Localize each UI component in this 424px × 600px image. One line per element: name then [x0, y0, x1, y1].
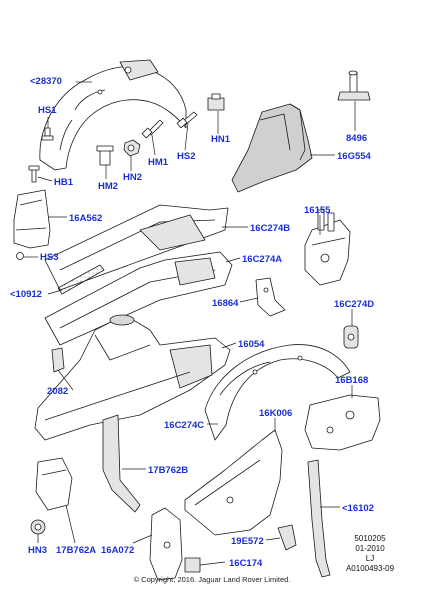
wheel-arch-part[interactable]	[204, 344, 351, 441]
callout-hn2[interactable]: HN2	[123, 172, 143, 183]
callout-hb1[interactable]: HB1	[54, 177, 74, 188]
callout-16864[interactable]: 16864	[212, 298, 239, 309]
callout-hm2[interactable]: HM2	[98, 181, 119, 192]
callout-28370[interactable]: <28370	[30, 76, 62, 87]
reference-illustration-id: A0100493-09	[345, 564, 395, 573]
callout-hm1[interactable]: HM1	[148, 157, 169, 168]
callout-16a072[interactable]: 16A072	[101, 545, 135, 556]
copyright-notice: © Copyright, 2016. Jaguar Land Rover Lim…	[133, 575, 291, 584]
stud-part[interactable]	[337, 70, 371, 101]
callout-10912[interactable]: <10912	[10, 289, 42, 300]
front-structure-part[interactable]	[34, 314, 231, 441]
strip-16102-part[interactable]	[307, 459, 331, 578]
reference-code: LJ	[365, 554, 375, 563]
fastener-hn1[interactable]	[207, 93, 225, 111]
rail-stripe-part[interactable]	[57, 264, 105, 295]
fastener-hs3[interactable]	[16, 252, 24, 260]
callout-16c174[interactable]: 16C174	[229, 558, 263, 569]
fastener-hs1[interactable]	[41, 127, 54, 141]
callout-hs1[interactable]: HS1	[38, 105, 57, 116]
wheelhouse-liner-part[interactable]	[39, 59, 187, 171]
bracket-16c174-part[interactable]	[184, 557, 201, 573]
callout-hn1[interactable]: HN1	[211, 134, 231, 145]
inner-panel-part[interactable]	[184, 429, 283, 536]
callout-16c274a[interactable]: 16C274A	[242, 254, 283, 265]
callout-hs2[interactable]: HS2	[177, 151, 196, 162]
bracket-17b762a-part[interactable]	[35, 457, 73, 511]
bracket-16864-part[interactable]	[255, 277, 286, 317]
callout-16g554[interactable]: 16G554	[337, 151, 371, 162]
fastener-hm1[interactable]	[141, 119, 164, 139]
callout-16c274d[interactable]: 16C274D	[334, 299, 375, 310]
splash-shield-part[interactable]	[231, 103, 313, 193]
callout-16054[interactable]: 16054	[238, 339, 265, 350]
strut-tower-part[interactable]	[304, 209, 351, 286]
fastener-hm2[interactable]	[96, 145, 114, 166]
reference-number: 5010205	[354, 534, 386, 543]
grommet-hn3[interactable]	[30, 519, 46, 535]
panel-16b168-part[interactable]	[304, 394, 381, 451]
callout-8496[interactable]: 8496	[346, 133, 368, 144]
callout-hn3[interactable]: HN3	[28, 545, 48, 556]
callout-16b168[interactable]: 16B168	[335, 375, 369, 386]
bracket-16c274d-part[interactable]	[343, 325, 359, 349]
fastener-hb1[interactable]	[28, 165, 40, 183]
callout-17b762b[interactable]: 17B762B	[148, 465, 189, 476]
callout-16c274c[interactable]: 16C274C	[164, 420, 205, 431]
callout-hs3[interactable]: HS3	[40, 252, 59, 263]
callout-16102[interactable]: <16102	[342, 503, 374, 514]
fastener-hs2[interactable]	[176, 111, 198, 129]
bracket-16a562-part[interactable]	[13, 189, 51, 249]
callout-16k006[interactable]: 16K006	[259, 408, 293, 419]
bracket-19e572-part[interactable]	[277, 524, 297, 551]
lower-rail-part[interactable]	[44, 251, 233, 346]
callout-19e572[interactable]: 19E572	[231, 536, 264, 547]
callout-16a562[interactable]: 16A562	[69, 213, 103, 224]
bracket-17b762b-part[interactable]	[102, 414, 141, 513]
fastener-hn2[interactable]	[123, 139, 141, 157]
callout-2082[interactable]: 2082	[47, 386, 69, 397]
leader-lines	[24, 81, 356, 566]
callout-17b762a[interactable]: 17B762A	[56, 545, 97, 556]
bracket-16a072-part[interactable]	[149, 507, 183, 581]
callout-16c274b[interactable]: 16C274B	[250, 223, 291, 234]
bracket-2082-part[interactable]	[51, 347, 65, 373]
reference-date: 01-2010	[355, 544, 385, 553]
callout-16155[interactable]: 16155	[304, 205, 331, 216]
